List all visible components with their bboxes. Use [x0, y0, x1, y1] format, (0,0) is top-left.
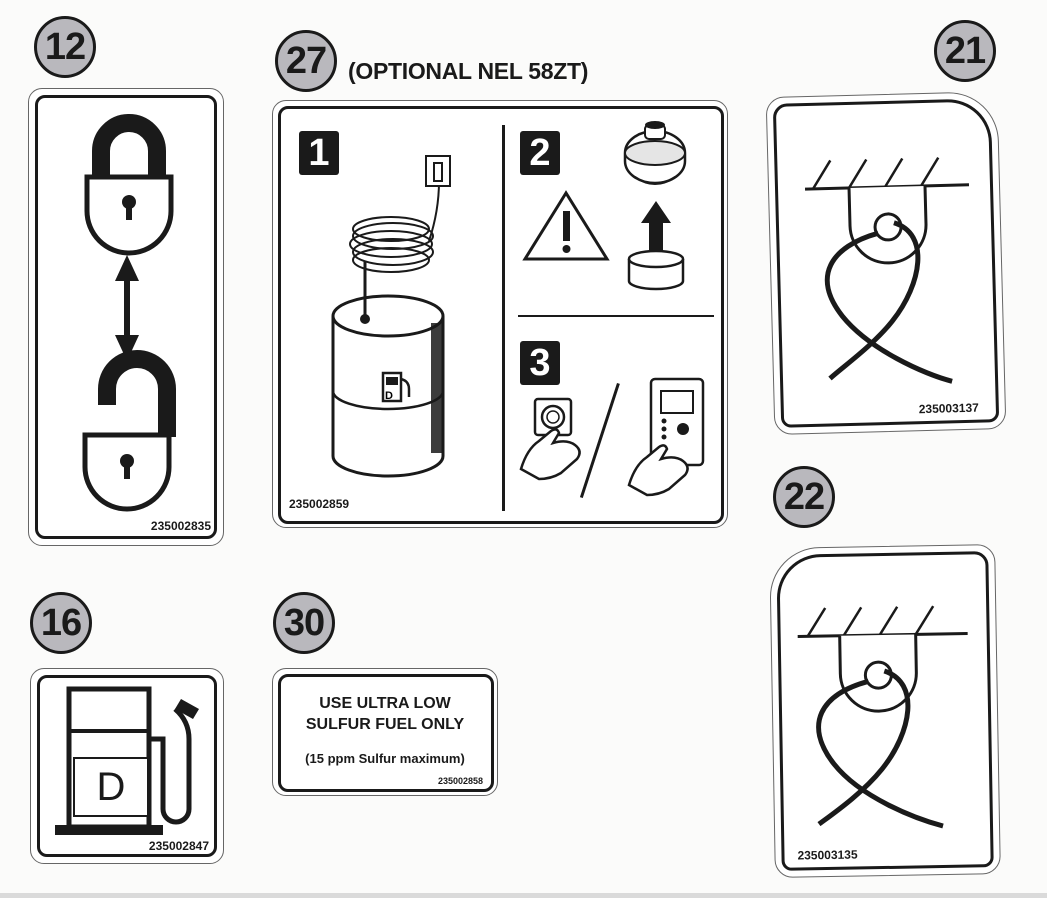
optional-note: (OPTIONAL NEL 58ZT): [348, 58, 589, 84]
decal-fuel-fill-border: [278, 106, 724, 524]
fuel-drum-icon: D: [331, 294, 445, 478]
up-arrow-icon: [641, 201, 671, 251]
decal-diesel-border: [37, 675, 217, 857]
decal-fuel-fill: 1 2 3 D: [272, 100, 728, 528]
part-number: 235002858: [437, 776, 483, 786]
control-panel-icon: [627, 377, 705, 497]
fuel-warning-line-1: USE ULTRA LOW: [319, 695, 451, 712]
lifting-eye-icon: [804, 156, 970, 384]
fuel-warning-line-3: (15 ppm Sulfur maximum): [305, 751, 465, 766]
decal-ultra-low-sulfur: USE ULTRA LOW SULFUR FUEL ONLY (15 ppm S…: [272, 668, 498, 796]
double-arrow-icon: [115, 255, 139, 361]
step-3-badge: 3: [520, 341, 560, 385]
step-divider-vertical: [502, 125, 505, 511]
step-divider-horizontal: [518, 315, 714, 317]
part-number: 235002835: [150, 519, 211, 533]
decal-ultra-low-border: [278, 674, 494, 792]
closed-padlock-icon: [84, 114, 174, 256]
press-button-icon: [519, 397, 581, 481]
decal-diesel: D 235002847: [30, 668, 224, 864]
callout-12: 12: [34, 16, 96, 78]
step-2-badge: 2: [520, 131, 560, 175]
callout-27: 27: [275, 30, 337, 92]
decal-lift-top: 235003137: [765, 91, 1007, 435]
svg-text:D: D: [385, 390, 393, 402]
callout-30: 30: [273, 592, 335, 654]
decal-lock: 235002835: [28, 88, 224, 546]
coiled-hose-icon: [349, 155, 451, 319]
callout-16: 16: [30, 592, 92, 654]
callout-21: 21: [934, 20, 996, 82]
part-number: 235002859: [289, 497, 350, 511]
decal-lift-bottom: 235003135: [769, 544, 1001, 878]
part-number: 235002847: [148, 839, 209, 853]
step-1-badge: 1: [299, 131, 339, 175]
part-number: 235003135: [797, 847, 858, 863]
fuel-cap-icon: [623, 121, 687, 291]
open-padlock-icon: [82, 350, 176, 512]
page-bottom-edge: [0, 893, 1047, 898]
callout-22: 22: [773, 466, 835, 528]
fuel-warning-line-2: SULFUR FUEL ONLY: [305, 716, 465, 733]
pump-letter: D: [73, 757, 149, 817]
lifting-eye-icon: [797, 605, 968, 829]
part-number: 235003137: [918, 400, 980, 417]
decal-lock-border: [35, 95, 217, 539]
warning-triangle-icon: [522, 190, 610, 261]
